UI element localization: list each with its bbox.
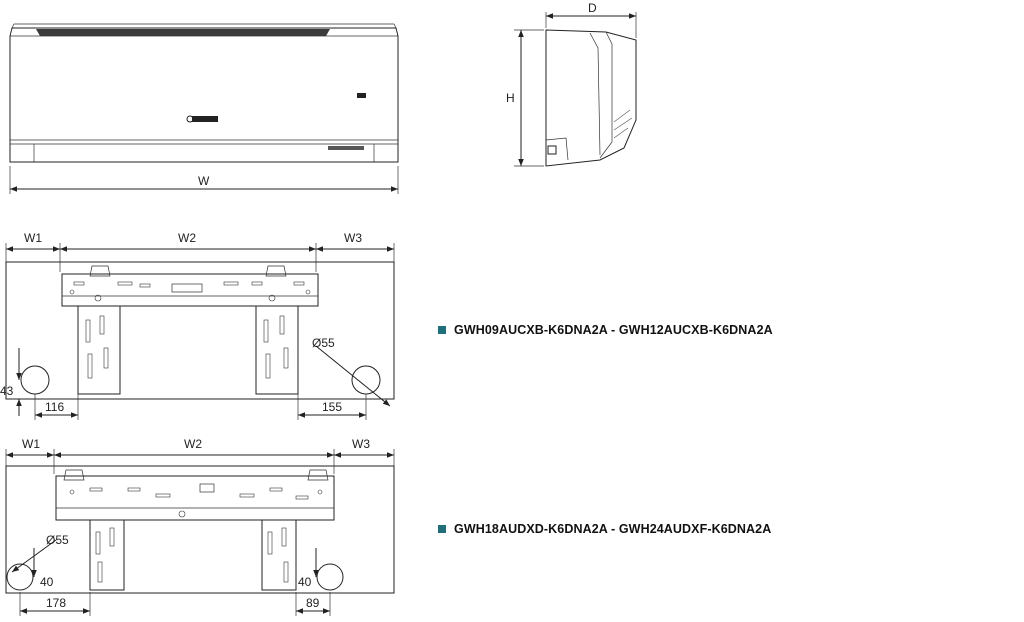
indoor-unit-side-view: D H (506, 1, 637, 167)
pipe-hole-label-a: Ø55 (312, 336, 335, 350)
display-window-icon (357, 93, 366, 98)
w1-label-b: W1 (22, 437, 40, 451)
model-label-row-1: GWH09AUCXB-K6DNA2A - GWH12AUCXB-K6DNA2A (438, 323, 773, 337)
right-height-label-b: 40 (298, 575, 312, 589)
brand-logo-icon (186, 115, 218, 123)
width-label: W (198, 174, 210, 188)
w3-label-a: W3 (344, 231, 362, 245)
left-height-label-a: 43 (0, 384, 14, 398)
w3-label-b: W3 (352, 437, 370, 451)
height-label: H (506, 91, 515, 105)
left-offset-label-a: 116 (45, 400, 64, 414)
model-label-1: GWH09AUCXB-K6DNA2A - GWH12AUCXB-K6DNA2A (454, 323, 773, 337)
square-bullet-icon (438, 326, 446, 334)
left-height-label-b: 40 (40, 575, 54, 589)
right-offset-label-b: 89 (306, 596, 320, 610)
right-offset-label-a: 155 (322, 400, 342, 414)
w1-label-a: W1 (24, 231, 42, 245)
w2-label-a: W2 (178, 231, 196, 245)
square-bullet-icon (438, 525, 446, 533)
mounting-plate-a: W1 W2 W3 Ø55 (0, 231, 395, 420)
indoor-unit-front-view: W (9, 23, 399, 194)
pipe-hole-label-b: Ø55 (46, 533, 69, 547)
w2-label-b: W2 (184, 437, 202, 451)
model-label-row-2: GWH18AUDXD-K6DNA2A - GWH24AUDXF-K6DNA2A (438, 522, 771, 536)
model-label-2: GWH18AUDXD-K6DNA2A - GWH24AUDXF-K6DNA2A (454, 522, 772, 536)
depth-label: D (588, 1, 597, 15)
mounting-plate-b: W1 W2 W3 Ø55 40 40 (5, 437, 395, 616)
left-offset-label-b: 178 (46, 596, 66, 610)
